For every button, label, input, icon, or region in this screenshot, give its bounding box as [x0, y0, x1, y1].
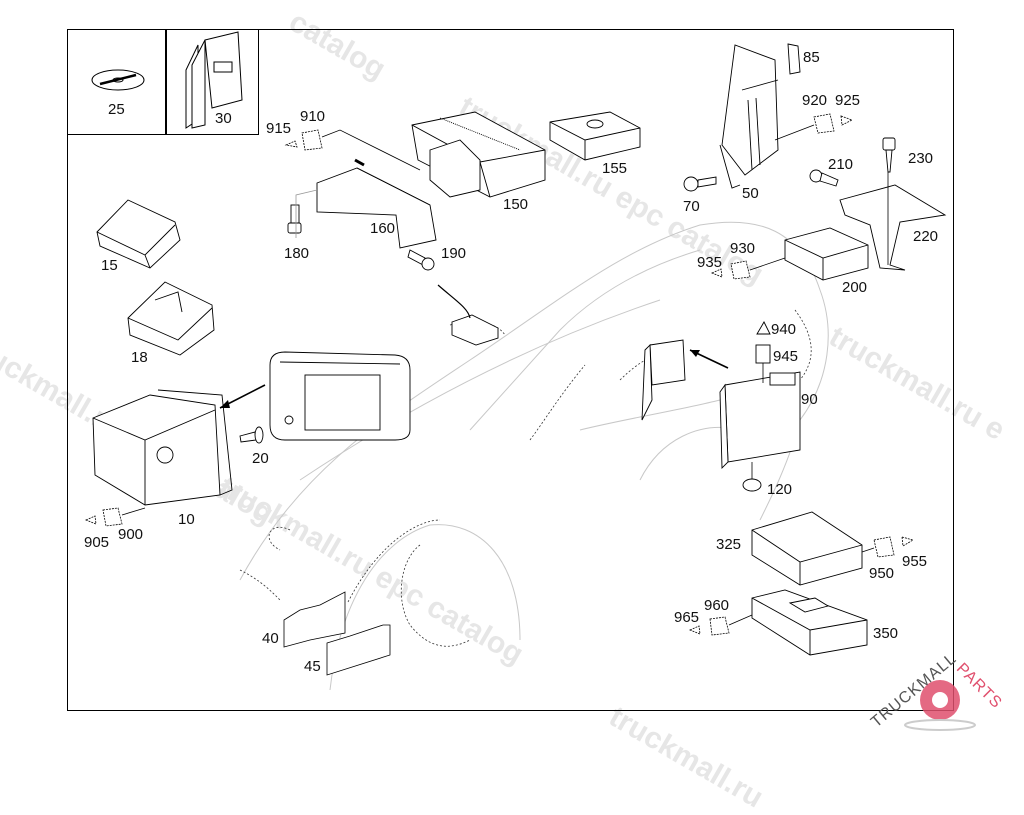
part-label-180[interactable]: 180 — [284, 245, 310, 262]
part-220-drawing — [839, 184, 947, 271]
inset-label-25[interactable]: 25 — [108, 101, 125, 118]
part-label-200[interactable]: 200 — [842, 279, 868, 296]
leader-line — [749, 257, 786, 271]
part-label-915[interactable]: 915 — [266, 120, 292, 137]
inset-label-30[interactable]: 30 — [215, 110, 232, 127]
connector-950-955 — [873, 536, 915, 558]
part-325-drawing — [751, 511, 863, 586]
part-label-120[interactable]: 120 — [767, 481, 793, 498]
part-label-85[interactable]: 85 — [803, 49, 820, 66]
part-label-90[interactable]: 90 — [801, 391, 818, 408]
part-40-drawing — [283, 591, 346, 648]
part-label-40[interactable]: 40 — [262, 630, 279, 647]
part-940-drawing — [756, 321, 771, 335]
part-label-925[interactable]: 925 — [835, 92, 861, 109]
part-label-955[interactable]: 955 — [902, 553, 928, 570]
leader-line — [295, 189, 318, 238]
connector-900-905 — [84, 507, 123, 527]
part-230-drawing — [882, 137, 896, 173]
part-label-935[interactable]: 935 — [697, 254, 723, 271]
truckmall-gear-icon — [920, 680, 960, 720]
part-label-905[interactable]: 905 — [84, 534, 110, 551]
arrow-head — [220, 400, 230, 408]
part-label-900[interactable]: 900 — [118, 526, 144, 543]
inset-box — [67, 29, 259, 135]
part-180-drawing — [287, 204, 302, 234]
display-panel-drawing — [269, 351, 411, 441]
part-190-drawing — [407, 249, 435, 271]
leader-line — [728, 614, 753, 626]
part-label-45[interactable]: 45 — [304, 658, 321, 675]
arrow-head — [690, 350, 700, 357]
part-label-50[interactable]: 50 — [742, 185, 759, 202]
part-210-drawing — [809, 169, 839, 187]
part-120-drawing — [742, 478, 762, 492]
logo-swoosh — [904, 719, 976, 731]
part-label-910[interactable]: 910 — [300, 108, 326, 125]
part-label-220[interactable]: 220 — [913, 228, 939, 245]
drawing-layer — [84, 31, 976, 731]
cd-disc-icon — [91, 69, 145, 91]
part-label-965[interactable]: 965 — [674, 609, 700, 626]
connector-920-925 — [813, 113, 854, 134]
mounted-box-drawing — [451, 314, 499, 346]
part-label-920[interactable]: 920 — [802, 92, 828, 109]
part-label-930[interactable]: 930 — [730, 240, 756, 257]
inset-divider — [165, 29, 167, 135]
mounted-module-drawing — [641, 339, 686, 421]
manual-book-icon — [185, 31, 243, 129]
part-label-10[interactable]: 10 — [178, 511, 195, 528]
leader-line — [861, 547, 875, 553]
part-18-drawing — [127, 281, 215, 356]
part-label-960[interactable]: 960 — [704, 597, 730, 614]
part-label-350[interactable]: 350 — [873, 625, 899, 642]
part-45-drawing — [326, 624, 391, 676]
connector-930-935 — [710, 260, 751, 280]
part-label-950[interactable]: 950 — [869, 565, 895, 582]
part-label-150[interactable]: 150 — [503, 196, 529, 213]
leader-line — [121, 507, 146, 516]
part-155-drawing — [549, 111, 641, 161]
leader-line — [321, 129, 421, 171]
part-350-drawing — [751, 589, 868, 656]
leader-line — [774, 124, 815, 141]
parts-diagram: catalog truckmall.ru epc catalog truckma… — [0, 5, 1010, 814]
part-150-drawing — [411, 111, 546, 198]
leader-line — [437, 284, 471, 319]
part-85-drawing — [787, 43, 801, 75]
part-200-drawing — [784, 227, 869, 281]
part-label-325[interactable]: 325 — [716, 536, 742, 553]
part-label-70[interactable]: 70 — [683, 198, 700, 215]
part-50-drawing — [719, 44, 779, 189]
part-20-drawing — [239, 426, 264, 444]
part-label-190[interactable]: 190 — [441, 245, 467, 262]
car-outline — [239, 221, 829, 691]
part-label-210[interactable]: 210 — [828, 156, 854, 173]
part-label-18[interactable]: 18 — [131, 349, 148, 366]
part-70-drawing — [683, 176, 717, 192]
part-945-drawing — [755, 344, 771, 364]
part-label-15[interactable]: 15 — [101, 257, 118, 274]
connector-960-965 — [688, 616, 730, 636]
part-label-945[interactable]: 945 — [773, 348, 799, 365]
part-label-20[interactable]: 20 — [252, 450, 269, 467]
diagram-frame — [67, 29, 954, 711]
part-90-drawing — [719, 371, 801, 470]
part-15-drawing — [96, 199, 181, 269]
part-label-160[interactable]: 160 — [370, 220, 396, 237]
part-10-drawing — [92, 389, 233, 506]
part-label-155[interactable]: 155 — [602, 160, 628, 177]
part-label-940[interactable]: 940 — [771, 321, 797, 338]
part-160-drawing — [316, 158, 437, 249]
part-label-230[interactable]: 230 — [908, 150, 934, 167]
connector-910-915 — [284, 129, 323, 151]
